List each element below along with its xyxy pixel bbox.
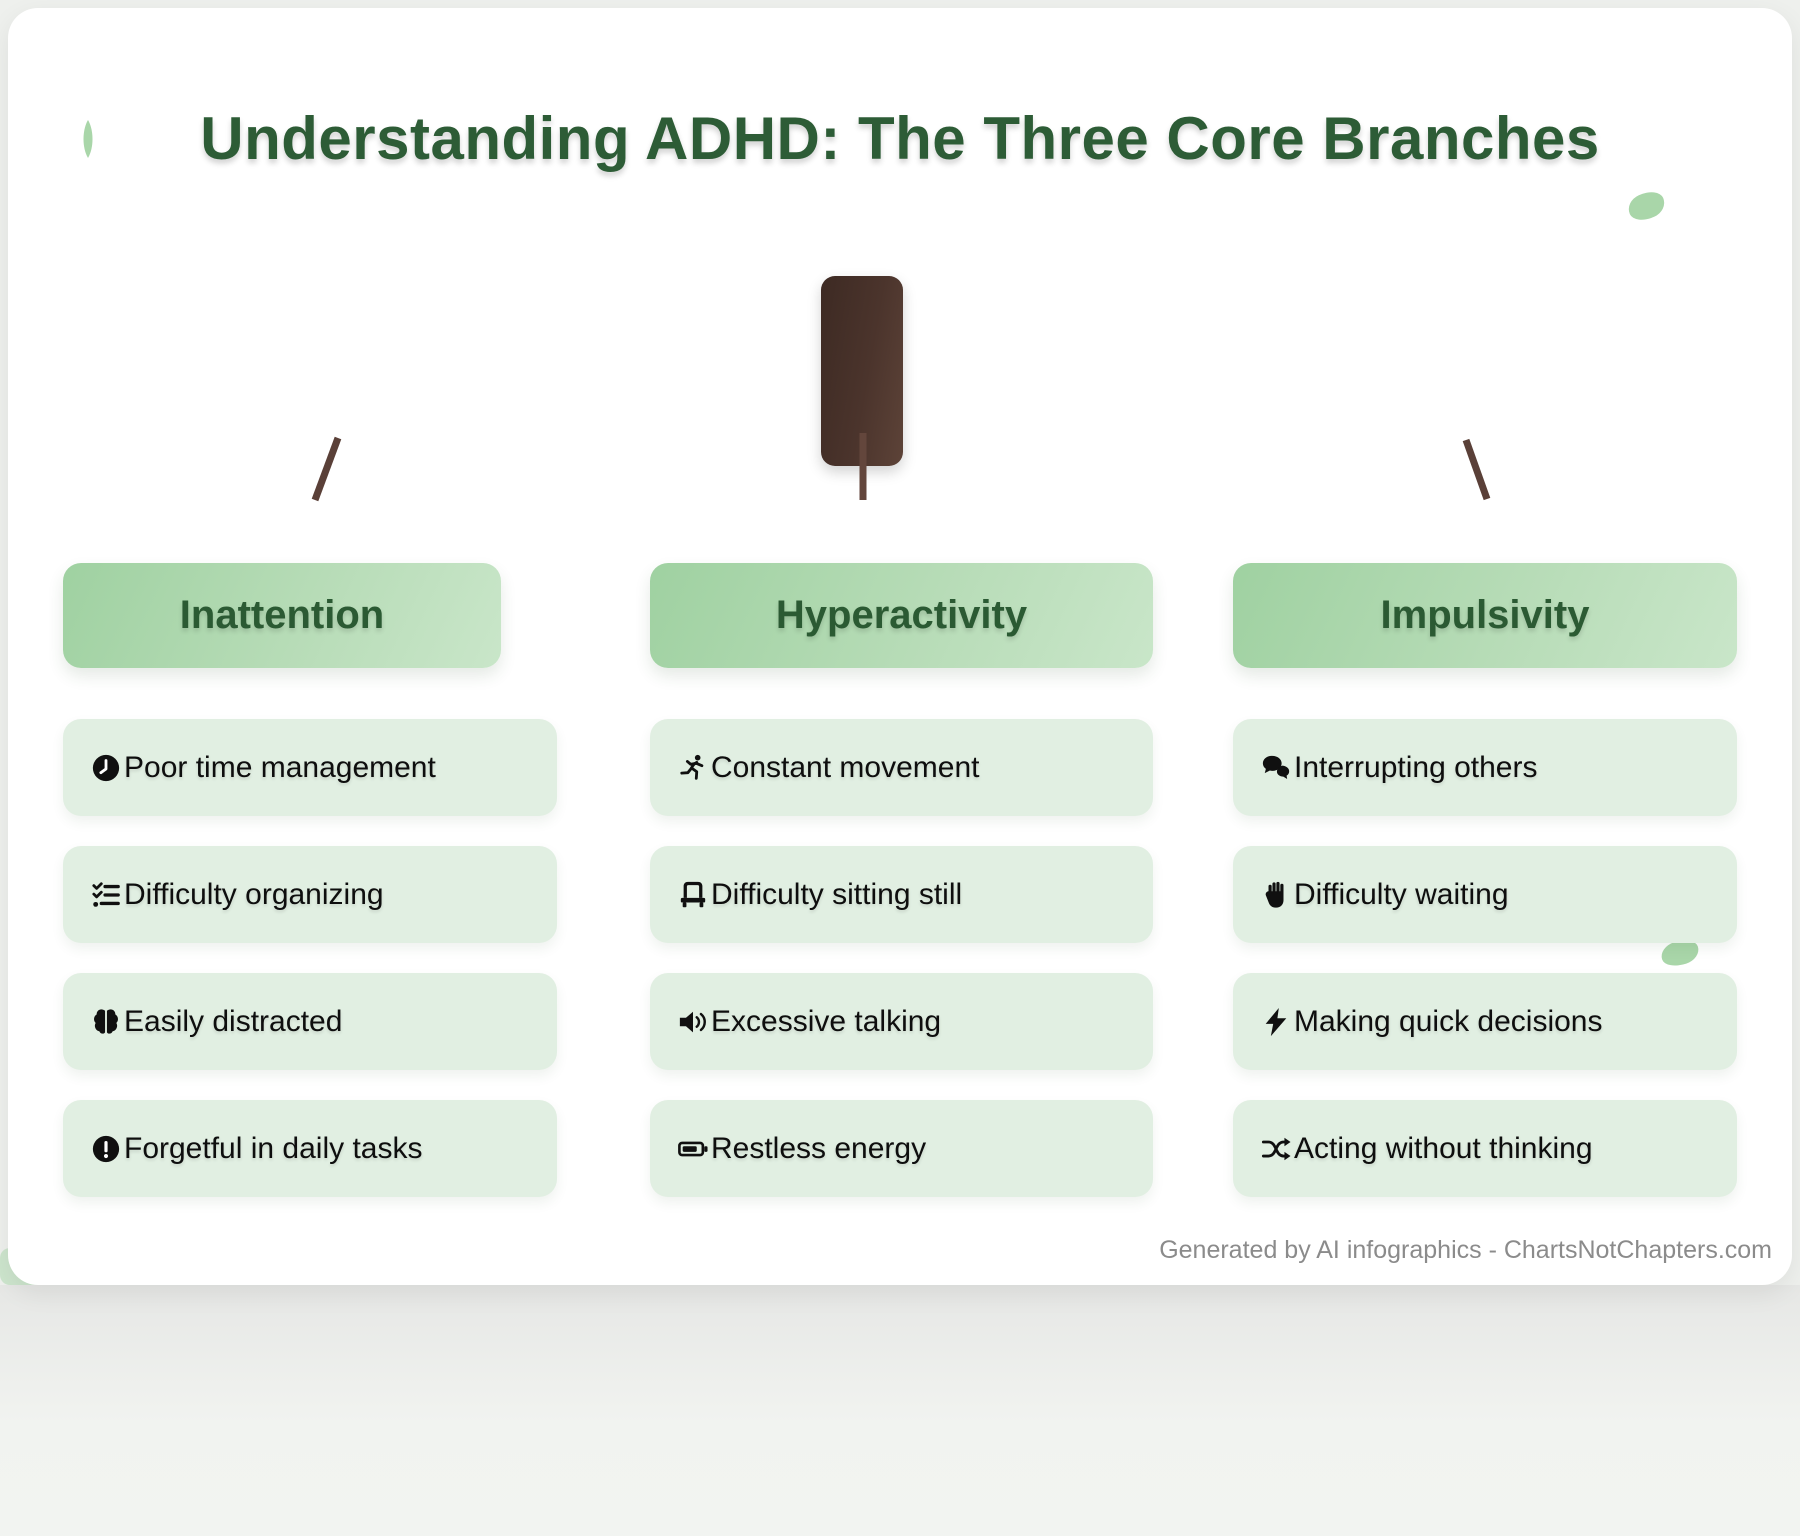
checklist-icon [91, 880, 121, 910]
symptom-label: Easily distracted [124, 1004, 343, 1038]
symptom-label: Difficulty waiting [1294, 877, 1509, 911]
symptom-card: Constant movement [650, 719, 1153, 816]
leaf-decoration-top-right-icon [1624, 186, 1669, 226]
branch-line-right [1462, 438, 1491, 501]
leaf-icon [78, 120, 98, 163]
page-title: Understanding ADHD: The Three Core Branc… [200, 105, 1600, 172]
page-background-strip [0, 1285, 1800, 1536]
column-hyperactivity: Hyperactivity Constant movement [650, 563, 1153, 1227]
symptom-label: Difficulty sitting still [711, 877, 963, 911]
symptom-card: Excessive talking [650, 973, 1153, 1070]
symptom-card: Forgetful in daily tasks [63, 1100, 557, 1197]
shuffle-icon [1261, 1134, 1291, 1164]
symptom-label: Excessive talking [711, 1004, 942, 1038]
symptom-card: Poor time management [63, 719, 557, 816]
symptom-label: Acting without thinking [1294, 1131, 1593, 1165]
symptom-card: Interrupting others [1233, 719, 1737, 816]
symptom-label: Forgetful in daily tasks [124, 1131, 423, 1165]
symptom-label: Making quick decisions [1294, 1004, 1603, 1038]
symptom-label: Difficulty organizing [124, 877, 384, 911]
symptom-card: Making quick decisions [1233, 973, 1737, 1070]
raised-hand-icon [1261, 880, 1291, 910]
lightning-icon [1261, 1007, 1291, 1037]
symptom-card: Difficulty sitting still [650, 846, 1153, 943]
symptom-card: Difficulty waiting [1233, 846, 1737, 943]
branch-line-left [311, 436, 342, 502]
symptom-label: Constant movement [711, 750, 980, 784]
chair-icon [678, 880, 708, 910]
battery-icon [678, 1134, 708, 1164]
alert-circle-icon [91, 1134, 121, 1164]
tree-trunk [821, 276, 903, 466]
symptom-label: Poor time management [124, 750, 436, 784]
symptom-label: Interrupting others [1294, 750, 1538, 784]
column-header-impulsivity: Impulsivity [1233, 563, 1737, 668]
infographic-card: Understanding ADHD: The Three Core Branc… [8, 8, 1792, 1285]
footer-credit: Generated by AI infographics - ChartsNot… [1159, 1236, 1772, 1264]
column-header-inattention: Inattention [63, 563, 501, 668]
column-inattention: Inattention Poor time management [63, 563, 557, 1227]
symptom-card: Difficulty organizing [63, 846, 557, 943]
column-header-hyperactivity: Hyperactivity [650, 563, 1153, 668]
brain-icon [91, 1007, 121, 1037]
runner-icon [678, 753, 708, 783]
symptom-card: Acting without thinking [1233, 1100, 1737, 1197]
symptom-card: Restless energy [650, 1100, 1153, 1197]
symptom-card: Easily distracted [63, 973, 557, 1070]
column-impulsivity: Impulsivity Interrupting others [1233, 563, 1737, 1227]
symptom-label: Restless energy [711, 1131, 927, 1165]
clock-icon [91, 753, 121, 783]
speaker-icon [678, 1007, 708, 1037]
speech-bubbles-icon [1261, 753, 1291, 783]
